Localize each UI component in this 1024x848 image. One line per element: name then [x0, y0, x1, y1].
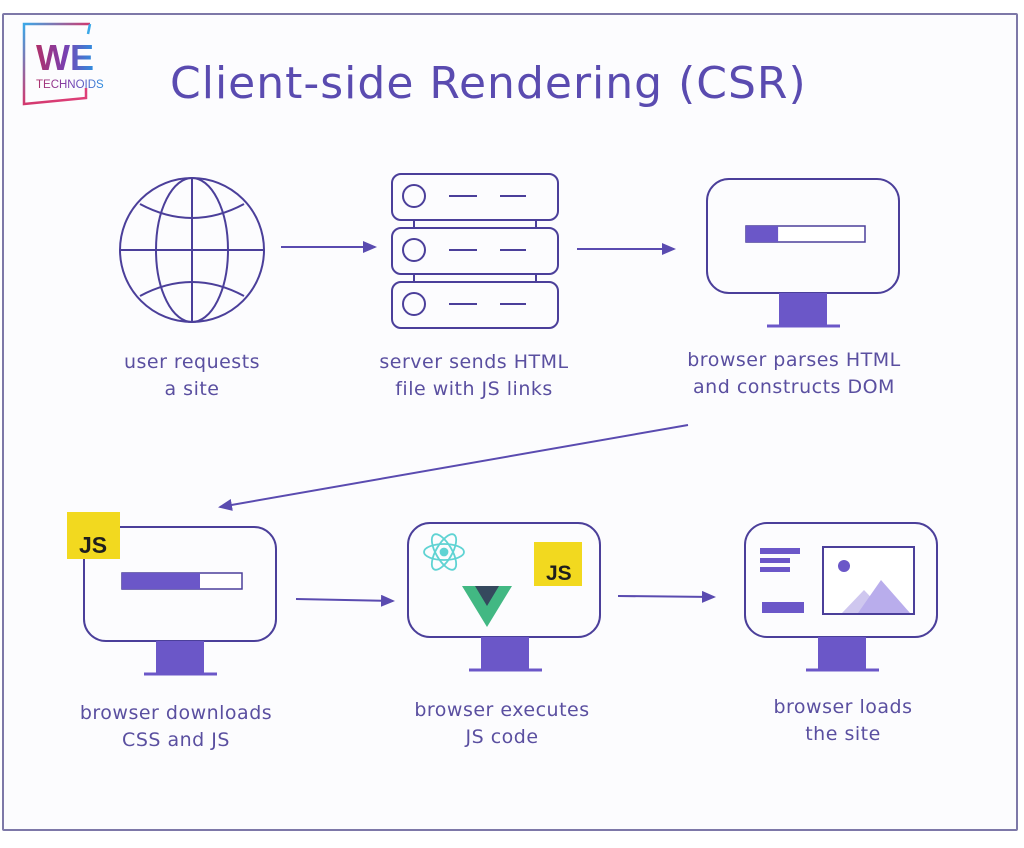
monitor-progress-icon — [706, 178, 900, 328]
we-technoids-logo: WE TECHNOIDS — [22, 22, 104, 106]
monitor-frameworks-icon: JS — [407, 522, 601, 672]
diagram-frame — [2, 13, 1018, 831]
logo-we: WE — [36, 37, 94, 78]
text-line — [760, 548, 800, 554]
server-icon — [391, 173, 559, 329]
text-line — [760, 558, 790, 563]
progress-fill — [746, 226, 779, 242]
text-line — [760, 567, 790, 572]
react-icon — [423, 533, 465, 571]
button-shape — [762, 602, 804, 613]
js-badge: JS — [67, 512, 120, 559]
caption-step-6: browser loads the site — [773, 696, 913, 745]
caption-step-3: browser parses HTML and constructs DOM — [687, 349, 901, 398]
caption-step-5: browser executes JS code — [414, 699, 590, 748]
svg-text:JS: JS — [79, 532, 107, 558]
caption-step-2: server sends HTML file with JS links — [379, 351, 569, 400]
caption-step-1: user requests a site — [123, 351, 261, 400]
logo-frame — [22, 22, 90, 106]
monitor-site-loaded-icon — [744, 522, 938, 672]
logo-technoids: TECHNOIDS — [36, 79, 104, 91]
globe-icon — [119, 177, 265, 323]
progress-fill — [122, 573, 200, 589]
js-badge: JS — [534, 542, 582, 586]
arrow-5-to-6 — [617, 590, 716, 603]
vue-icon — [462, 586, 512, 627]
image-icon — [822, 546, 915, 615]
monitor-js-download-icon: JS — [67, 512, 277, 676]
arrow-4-to-5 — [295, 594, 395, 607]
arrow-3-to-4 — [218, 424, 689, 511]
caption-step-4: browser downloads CSS and JS — [79, 702, 273, 751]
svg-text:JS: JS — [546, 562, 572, 585]
page-title: Client-side Rendering (CSR) — [170, 58, 807, 109]
